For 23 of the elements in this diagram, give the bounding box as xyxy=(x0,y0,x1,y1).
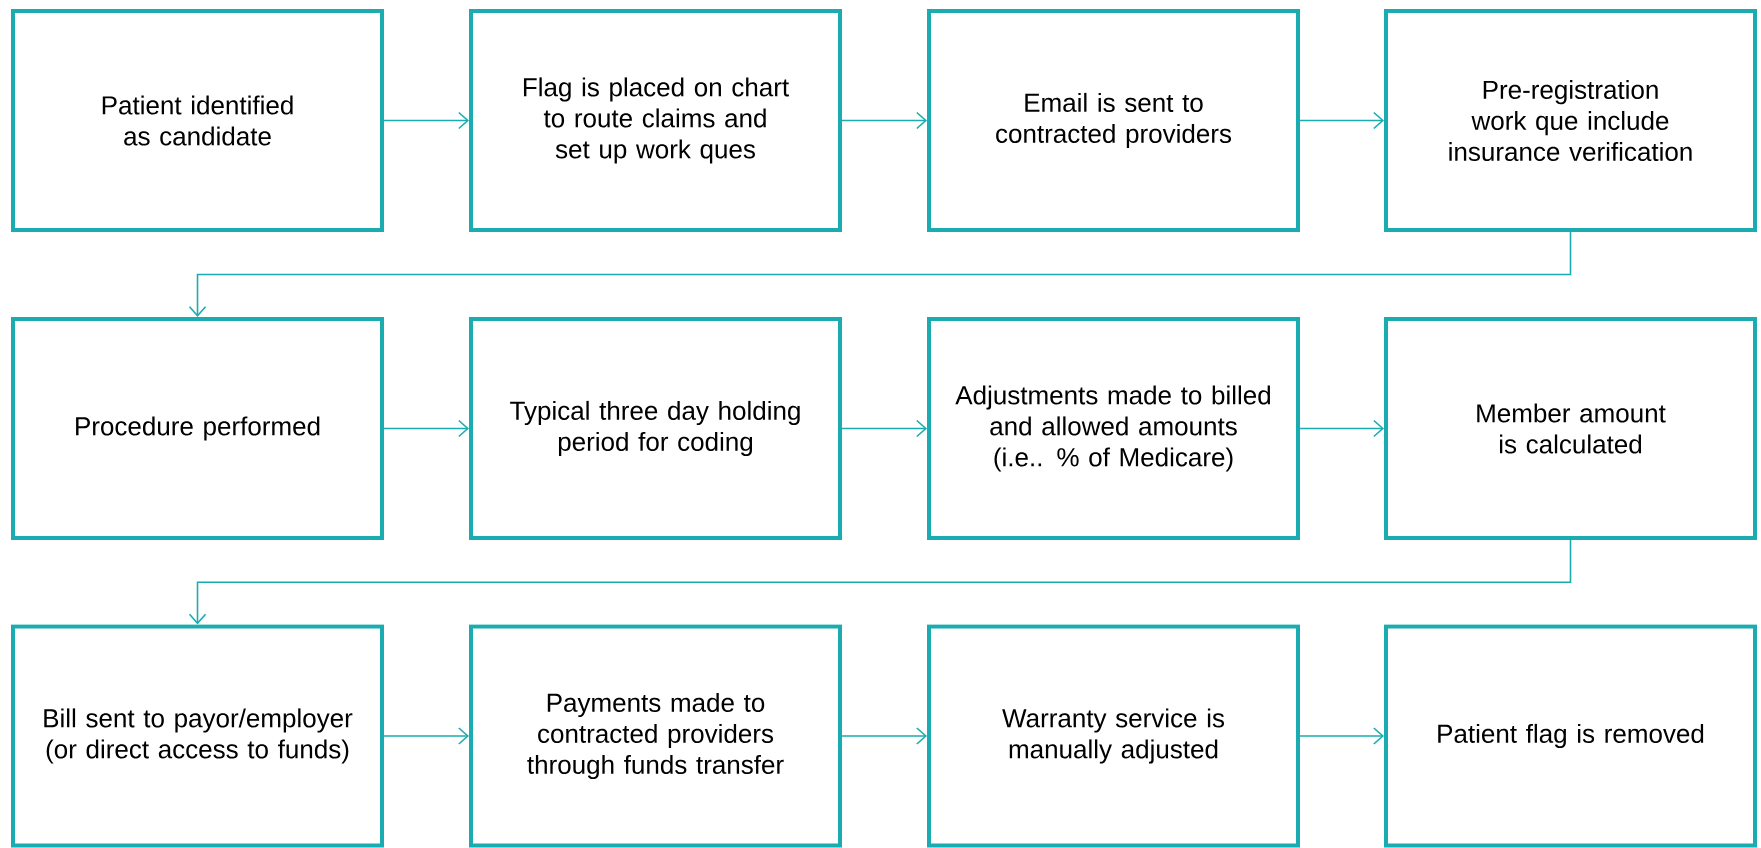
arrow xyxy=(188,539,1572,625)
process-box: Email is sent to contracted providers xyxy=(927,9,1300,232)
arrow xyxy=(841,419,927,438)
process-box: Payments made to contracted providers through funds transfer xyxy=(469,624,842,848)
process-box: Flag is placed on chart to route claims and set up work ques xyxy=(469,9,842,232)
arrow xyxy=(841,727,927,745)
process-box: Typical three day holding period for coding xyxy=(469,317,842,540)
process-box: Adjustments made to billed and allowed amounts (i.e.. % of Medicare) xyxy=(927,317,1300,540)
process-box: Patient identified as candidate xyxy=(11,9,384,232)
arrow xyxy=(383,111,469,130)
arrow xyxy=(1299,727,1384,745)
arrow xyxy=(188,231,1572,317)
arrow xyxy=(1299,111,1384,130)
arrow xyxy=(1299,419,1384,438)
process-box: Warranty service is manually adjusted xyxy=(927,624,1300,848)
process-box: Bill sent to payor/employer (or direct access to funds) xyxy=(11,624,384,848)
process-box: Member amount is calculated xyxy=(1384,317,1757,540)
process-box: Procedure performed xyxy=(11,317,384,540)
process-box: Pre-registration work que include insurance verification xyxy=(1384,9,1757,232)
arrow xyxy=(841,111,927,130)
process-box: Patient flag is removed xyxy=(1384,624,1757,848)
arrow xyxy=(383,419,469,438)
arrow xyxy=(383,727,469,745)
